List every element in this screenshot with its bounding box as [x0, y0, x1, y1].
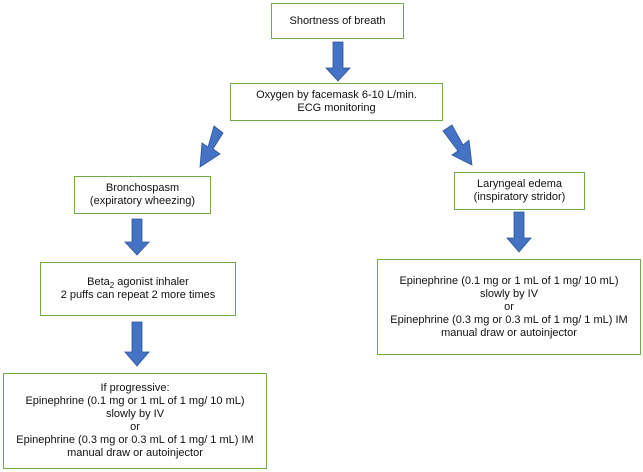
node-text: ECG monitoring	[297, 102, 376, 114]
arrow-beta-to-epi-left	[124, 321, 150, 367]
node-text: Epinephrine (0.1 mg or 1 mL of 1 mg/ 10 …	[399, 274, 619, 287]
node-text: Oxygen by facemask 6-10 L/min.	[256, 89, 417, 101]
node-text: If progressive:	[100, 382, 170, 394]
node-text: Epinephrine (0.3 mg or 0.3 mL of 1 mg/ 1…	[16, 434, 254, 446]
arrow-shortness-to-oxygen	[325, 41, 351, 82]
node-shortness-of-breath: Shortness of breath	[271, 3, 404, 39]
beta-prefix: Beta	[87, 276, 110, 288]
node-beta2-agonist: Beta2 agonist inhaler 2 puffs can repeat…	[40, 262, 236, 316]
beta-subscript: 2	[109, 281, 115, 291]
node-text: Bronchospasm	[105, 182, 180, 194]
beta-suffix: agonist inhaler	[114, 276, 189, 288]
node-text: 2 puffs can repeat 2 more times	[60, 289, 216, 301]
arrow-bronchospasm-to-beta	[124, 218, 150, 256]
node-text: Epinephrine (0.1 mg or 1 mL of 1 mg/ 10 …	[25, 395, 245, 407]
node-bronchospasm: Bronchospasm (expiratory wheezing)	[74, 176, 211, 214]
node-oxygen-ecg: Oxygen by facemask 6-10 L/min. ECG monit…	[230, 83, 443, 121]
node-text: Epinephrine (0.3 mg or 0.3 mL of 1 mg/ 1…	[390, 313, 628, 326]
node-text: Shortness of breath	[289, 14, 386, 27]
node-text: (expiratory wheezing)	[89, 195, 196, 207]
node-text: manual draw or autoinjector	[67, 447, 203, 459]
node-text: (inspiratory stridor)	[473, 191, 566, 203]
node-epinephrine-left-if-progressive: If progressive: Epinephrine (0.1 mg or 1…	[3, 373, 267, 469]
arrow-laryngeal-to-epi-right	[506, 211, 532, 253]
node-text: slowly by IV	[105, 408, 165, 420]
node-text: manual draw or autoinjector	[441, 326, 577, 339]
node-laryngeal-edema: Laryngeal edema (inspiratory stridor)	[454, 172, 585, 210]
arrow-oxygen-to-laryngeal	[442, 124, 473, 166]
node-epinephrine-right: Epinephrine (0.1 mg or 1 mL of 1 mg/ 10 …	[377, 259, 641, 355]
node-text: Laryngeal edema	[476, 178, 562, 190]
arrow-oxygen-to-bronchospasm	[199, 125, 224, 168]
node-text: or	[130, 421, 140, 433]
node-text: or	[504, 300, 514, 313]
node-text-beta-line1: Beta2 agonist inhaler	[87, 276, 189, 291]
node-text: slowly by IV	[479, 287, 539, 300]
